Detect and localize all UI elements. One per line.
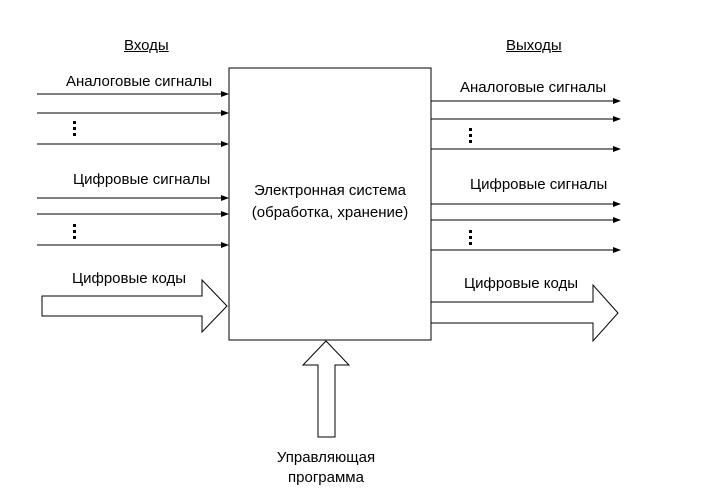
input-digital-ellipsis (73, 224, 76, 242)
output-analog-label: Аналоговые сигналы (460, 79, 607, 96)
system-box (228, 67, 432, 341)
output-digital-label: Цифровые сигналы (470, 176, 608, 193)
output-analog-ellipsis (469, 128, 472, 146)
input-analog-label: Аналоговые сигналы (66, 73, 213, 90)
outputs-heading: Выходы (506, 37, 562, 54)
output-codes-label: Цифровые коды (464, 275, 579, 292)
output-codes-arrow (430, 283, 619, 343)
system-title: Электронная система (обработка, хранение… (229, 182, 431, 222)
program-arrow (301, 340, 351, 438)
program-line-1: Управляющая (276, 449, 376, 466)
inputs-heading: Входы (124, 37, 169, 54)
program-label: Управляющая программа (256, 449, 396, 487)
system-line-1: Электронная система (254, 182, 406, 199)
input-codes-label: Цифровые коды (72, 270, 187, 287)
output-digital-ellipsis (469, 230, 472, 248)
input-digital-label: Цифровые сигналы (73, 171, 211, 188)
input-analog-ellipsis (73, 121, 76, 139)
input-codes-arrow (41, 278, 228, 334)
system-line-2: (обработка, хранение) (251, 204, 409, 221)
program-line-2: программа (288, 469, 364, 486)
